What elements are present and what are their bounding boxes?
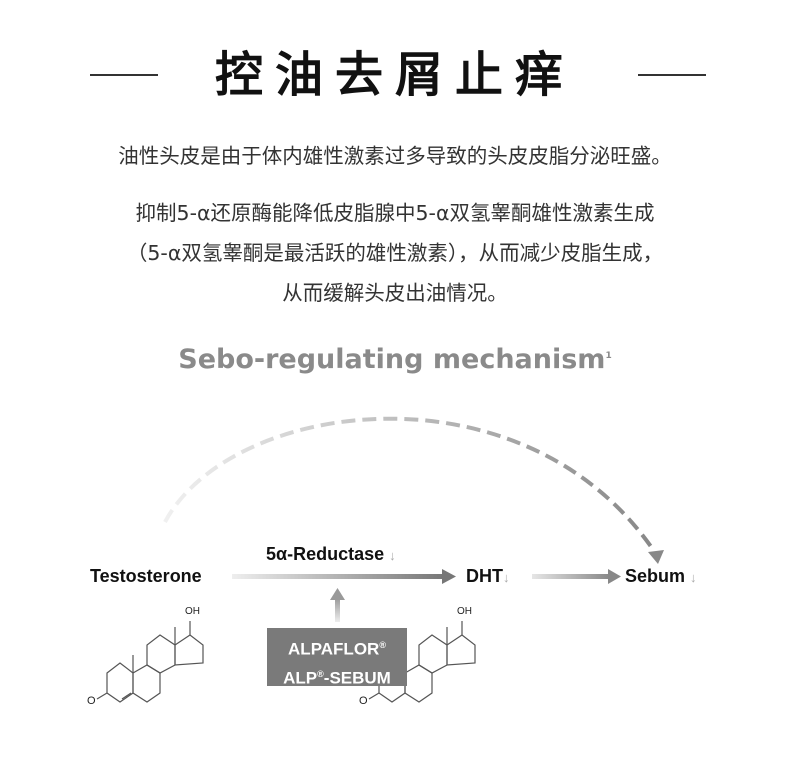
body-text-3: 从而缓解头皮出油情况。	[282, 281, 508, 305]
enzyme-label: 5α-Reductase ↓	[266, 544, 396, 564]
dashed-feedback-arc	[163, 416, 654, 550]
arrow-dht-sebum	[532, 574, 610, 579]
oh-label-dht: OH	[457, 606, 472, 617]
testosterone-structure	[96, 621, 204, 703]
arrow-testosterone-dht	[232, 574, 444, 579]
decrease-arrow-icon: ↓	[389, 548, 396, 563]
decrease-arrow-icon: ↓	[503, 570, 510, 585]
o-label-dht: O	[359, 695, 368, 707]
title-rule-right	[638, 74, 706, 76]
intro-text: 油性头皮是由于体内雄性激素过多导致的头皮皮脂分泌旺盛。	[118, 144, 672, 168]
oh-label-testosterone: OH	[185, 606, 200, 617]
decrease-arrow-icon: ↓	[690, 570, 697, 585]
inhibition-arrow	[335, 598, 340, 622]
arc-arrowhead	[648, 550, 664, 564]
mechanism-heading: Sebo-regulating mechanism1	[178, 344, 612, 375]
page-title: 控油去屑止痒	[214, 47, 575, 103]
o-label-testosterone: O	[87, 695, 96, 707]
testosterone-label: Testosterone	[90, 566, 202, 586]
product-box: ALPAFLOR® ALP®-SEBUM	[267, 628, 407, 687]
sebum-label: Sebum ↓	[625, 566, 697, 586]
body-text-2: （5-α双氢睾酮是最活跃的雄性激素），从而减少皮脂生成，	[126, 241, 664, 265]
body-text-1: 抑制5-α还原酶能降低皮脂腺中5-α双氢睾酮雄性激素生成	[135, 201, 655, 225]
title-rule-left	[90, 74, 158, 76]
dht-label: DHT↓	[466, 566, 510, 586]
